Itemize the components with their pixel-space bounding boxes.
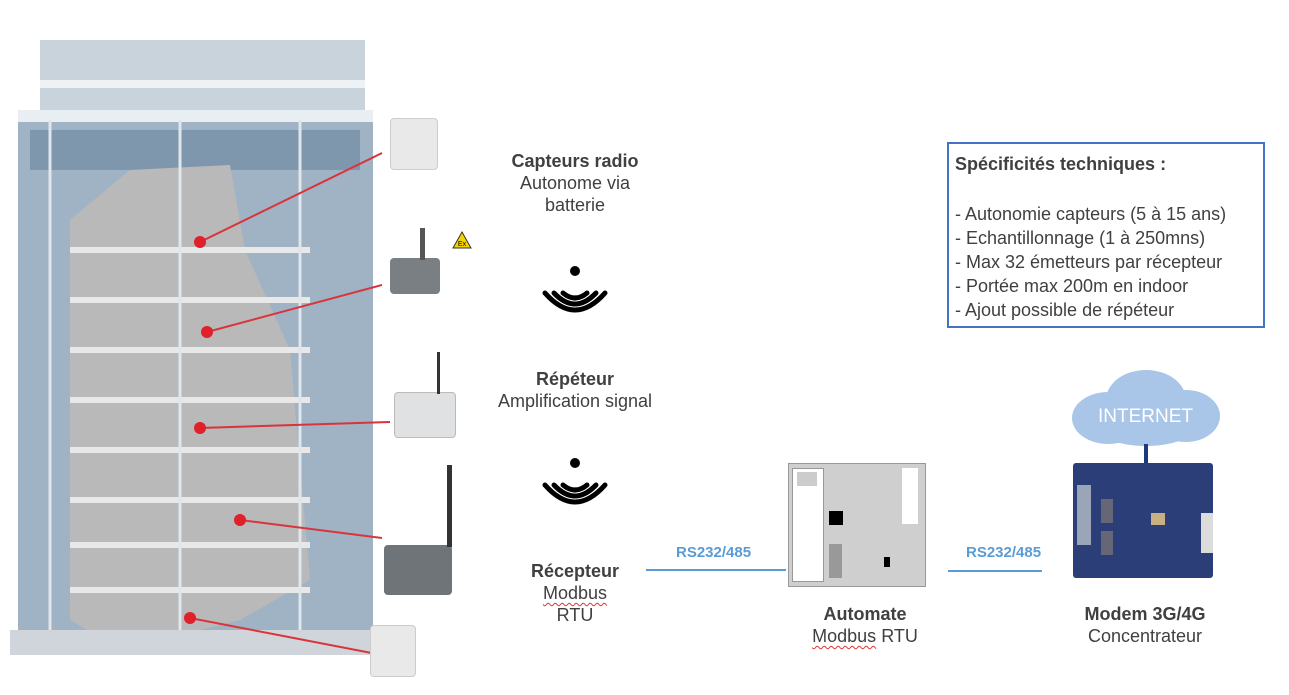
link-left-label: RS232/485 — [676, 544, 752, 561]
spec-item: - Echantillonnage (1 à 250mns) — [955, 228, 1206, 248]
repeater-device — [394, 392, 456, 438]
wifi-signal-icon — [542, 458, 608, 505]
svg-text:Ex: Ex — [458, 241, 467, 248]
sensors-label: Capteurs radio Autonome via batterie — [480, 150, 670, 216]
receiver-desc: Modbus — [542, 583, 608, 603]
antenna — [420, 228, 425, 260]
plc-device — [788, 463, 926, 587]
modem-device — [1073, 463, 1213, 578]
link-left-line — [646, 569, 786, 571]
antenna — [447, 465, 452, 547]
automate-label: Automate Modbus RTU — [780, 603, 950, 647]
link-right-label: RS232/485 — [966, 544, 1042, 561]
sensor-box-bottom — [370, 625, 416, 677]
repeater-title: Répéteur — [535, 369, 615, 389]
spec-item: - Ajout possible de répéteur — [955, 300, 1175, 320]
antenna — [437, 352, 440, 394]
specs-title: Spécificités techniques : — [955, 154, 1167, 174]
modem-title: Modem 3G/4G — [1084, 604, 1206, 624]
technical-specs-box: Spécificités techniques : - Autonomie ca… — [947, 142, 1265, 328]
receiver-label: Récepteur Modbus RTU — [500, 560, 650, 626]
modem-desc: Concentrateur — [1087, 626, 1203, 646]
spec-item: - Portée max 200m en indoor — [955, 276, 1189, 296]
automate-desc: Modbus — [812, 626, 877, 646]
ex-atex-icon: Ex — [452, 231, 472, 249]
receiver-title: Récepteur — [530, 561, 620, 581]
wifi-signal-icon — [542, 266, 608, 313]
receiver-device — [384, 545, 452, 595]
modem-label: Modem 3G/4G Concentrateur — [1060, 603, 1230, 647]
sensors-desc: batterie — [544, 195, 606, 215]
building-illustration — [10, 40, 391, 656]
automate-desc: RTU — [881, 626, 918, 646]
cloud-icon — [1072, 370, 1220, 446]
repeater-desc: Amplification signal — [497, 391, 653, 411]
sensors-title: Capteurs radio — [511, 151, 639, 171]
automate-title: Automate — [823, 604, 907, 624]
repeater-label: Répéteur Amplification signal — [475, 368, 675, 412]
sensor-box-top — [390, 118, 438, 170]
spec-item: - Autonomie capteurs (5 à 15 ans) — [955, 204, 1227, 224]
link-right-line — [948, 570, 1042, 572]
receiver-desc: RTU — [556, 605, 594, 625]
spec-item: - Max 32 émetteurs par récepteur — [955, 252, 1223, 272]
cloud-label: INTERNET — [1098, 406, 1193, 427]
cloud-connector — [1144, 444, 1148, 464]
sensors-desc: Autonome via — [519, 173, 631, 193]
sensor-atex — [390, 258, 440, 294]
